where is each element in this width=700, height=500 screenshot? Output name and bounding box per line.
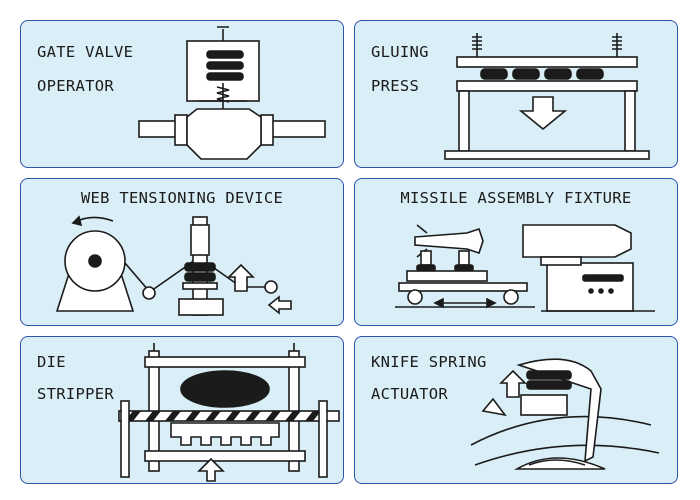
panel-label-line2: STRIPPER — [37, 385, 115, 403]
panel-label-line1: GLUING — [371, 43, 429, 61]
web-tensioning-illustration — [55, 215, 292, 316]
panel-missile-assembly-fixture: MISSILE ASSEMBLY FIXTURE — [354, 178, 678, 326]
panel-label-line2: PRESS — [371, 77, 420, 95]
panel-gate-valve-operator: GATE VALVE OPERATOR — [20, 20, 344, 168]
die-stripper-illustration — [118, 343, 340, 482]
panel-label-line1: GATE VALVE — [37, 43, 134, 61]
panel-gluing-press: GLUING PRESS — [354, 20, 678, 168]
panel-title: MISSILE ASSEMBLY FIXTURE — [400, 189, 632, 207]
panel-title: WEB TENSIONING DEVICE — [80, 189, 284, 207]
panel-label-line1: KNIFE SPRING — [371, 353, 487, 371]
gate-valve-illustration — [138, 26, 326, 160]
panel-label-line2: OPERATOR — [37, 77, 115, 95]
panel-label-line1: DIE — [37, 353, 66, 371]
panel-label-line2: ACTUATOR — [371, 385, 449, 403]
panel-web-tensioning-device: WEB TENSIONING DEVICE — [20, 178, 344, 326]
panel-die-stripper: DIE STRIPPER — [20, 336, 344, 484]
panel-knife-spring-actuator: KNIFE SPRING ACTUATOR — [354, 336, 678, 484]
gluing-press-illustration — [444, 33, 650, 160]
knife-spring-illustration — [470, 358, 660, 470]
missile-fixture-illustration — [395, 224, 655, 312]
